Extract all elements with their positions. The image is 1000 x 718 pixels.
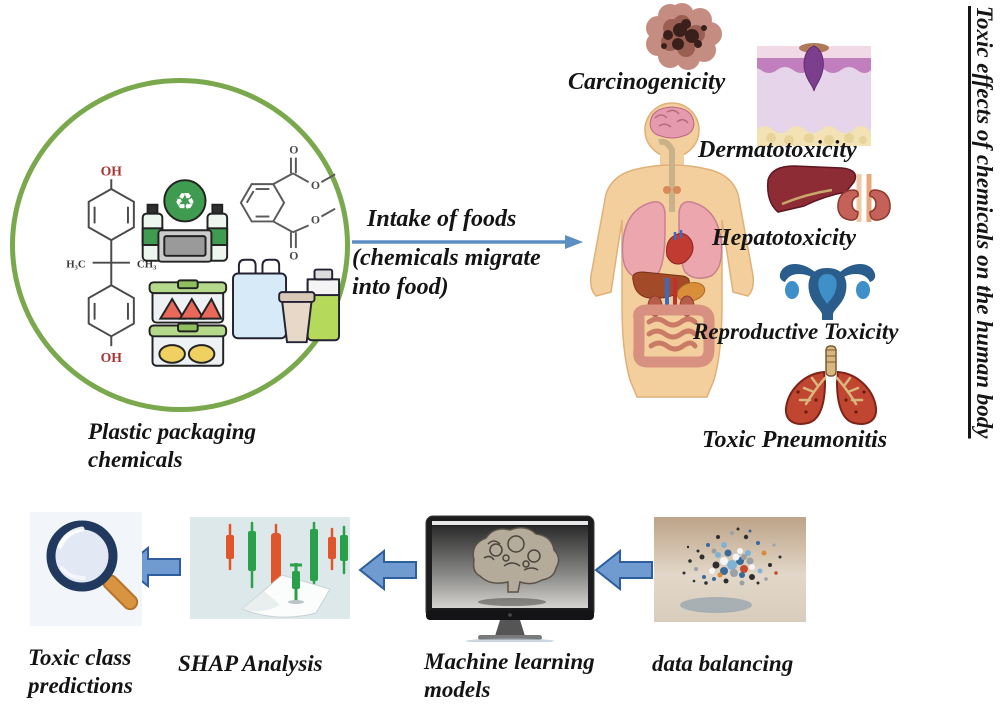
svg-text:O: O [289, 144, 298, 157]
toxic-pneumonitis-label: Toxic Pneumonitis [702, 427, 888, 453]
monitor-brain-image [424, 514, 596, 642]
magnifier-icon [30, 512, 142, 626]
source-label: Plastic packaging chemicals [88, 419, 257, 473]
svg-text:O: O [289, 250, 298, 263]
intake-title: Intake of foods [367, 206, 517, 232]
uterus-icon [779, 263, 876, 320]
data-balancing-label: data balancing [652, 651, 794, 676]
liver-kidneys-icon [766, 165, 891, 222]
bpa-structure: OH H₃C CH₃ OH [66, 163, 156, 365]
dermatotoxicity-label: Dermatotoxicity [698, 137, 857, 163]
flow-arrow-ml-to-shap [358, 548, 417, 592]
carcinogenicity-label: Carcinogenicity [568, 69, 726, 95]
svg-text:O: O [311, 179, 320, 192]
skin-cross-section-icon [757, 43, 871, 146]
svg-text:O: O [311, 213, 320, 226]
flow-arrow-data-to-ml [594, 548, 653, 592]
svg-text:♻: ♻ [174, 190, 195, 216]
svg-text:OH: OH [101, 350, 123, 365]
intake-subtitle: (chemicals migrate into food) [352, 245, 541, 301]
plastic-bag-icon [232, 258, 341, 344]
lungs-icon [784, 345, 878, 425]
phthalate-structure: O O O O [239, 144, 336, 263]
intake-arrow [352, 235, 583, 249]
side-title: Toxic effects of chemicals on the human … [972, 6, 997, 439]
human-body-illustration [589, 102, 755, 398]
hepatotoxicity-label: Hepatotoxicity [712, 225, 856, 251]
data-balancing-image [654, 517, 806, 622]
svg-text:H₃C: H₃C [66, 259, 85, 271]
food-containers-icon [148, 279, 228, 367]
tumor-icon [646, 3, 722, 70]
machine-learning-label: Machine learning models [424, 649, 595, 703]
plastic-packaging-illustration: OH H₃C CH₃ OH [66, 144, 341, 367]
shap-analysis-label: SHAP Analysis [178, 651, 323, 676]
shap-analysis-image [190, 517, 350, 619]
recycling-bottles-icon: ♻ [141, 179, 229, 263]
source-circle: OH H₃C CH₃ OH [10, 78, 350, 412]
svg-text:OH: OH [101, 163, 123, 178]
toxic-class-predictions-label: Toxic class predictions [28, 645, 133, 699]
reproductive-toxicity-label: Reproductive Toxicity [693, 319, 899, 344]
